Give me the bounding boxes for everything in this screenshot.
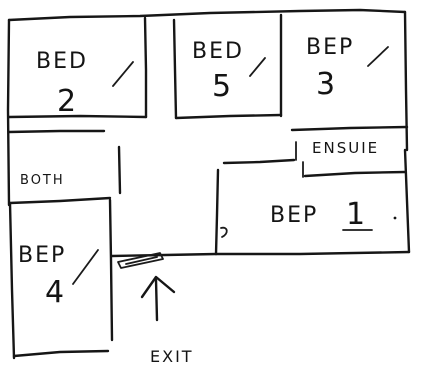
bed-5-number: 5 <box>212 69 233 104</box>
bed-1-label: BEP <box>270 203 318 228</box>
bed-3-number: 3 <box>316 67 337 102</box>
exit-label: EXIT <box>150 347 194 366</box>
room-bath <box>7 129 122 195</box>
bath-label: BOTH <box>20 173 65 188</box>
room-ensuite <box>222 141 407 178</box>
room-bed-5 <box>172 13 283 120</box>
bed-1-number: 1 <box>346 197 367 232</box>
room-bed-2 <box>7 16 148 119</box>
bed-2-label: BED <box>36 49 88 74</box>
bed-5-label: BED <box>192 39 244 64</box>
entrance-wall <box>110 252 218 269</box>
bed-3-label: BEP <box>306 35 354 60</box>
outer-walls <box>6 8 411 360</box>
bed-4-label: BEP <box>18 243 66 268</box>
entrance-arrow-icon <box>140 275 176 322</box>
bed-2-number: 2 <box>57 84 78 119</box>
room-bed-3 <box>290 46 409 132</box>
ensuite-label: ENSUIE <box>312 139 379 157</box>
bed-4-number: 4 <box>45 275 66 310</box>
room-bed-4 <box>8 196 114 342</box>
room-bed-1 <box>214 168 228 256</box>
